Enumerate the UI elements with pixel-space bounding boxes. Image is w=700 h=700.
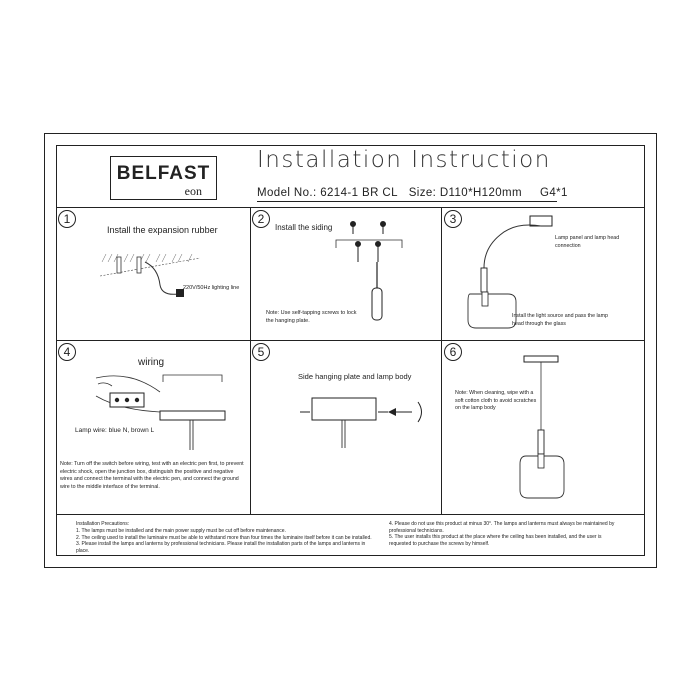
precautions-heading: Installation Precautions: (76, 521, 130, 527)
model-underline (257, 201, 557, 202)
page-title: Installation Instruction (257, 147, 551, 173)
model-number: Model No.: 6214-1 BR CL (257, 187, 398, 199)
step-4-caption: wiring (138, 357, 165, 368)
outer-frame (44, 133, 657, 568)
brand-logo: BELFAST eon (110, 156, 217, 200)
precaution-1: 1. The lamps must be installed and the m… (76, 528, 286, 534)
step-6-number: 6 (444, 343, 462, 361)
precaution-5: 5. The user installs this product at the… (389, 534, 602, 547)
model-line: Model No.: 6214-1 BR CL Size: D110*H120m… (257, 187, 568, 199)
step-2-number: 2 (252, 210, 270, 228)
step-1-number: 1 (58, 210, 76, 228)
step-3-note: Install the light source and pass the la… (512, 313, 608, 327)
step-2-caption: Install the siding (275, 223, 333, 232)
step-4-number: 4 (58, 343, 76, 361)
precautions-right: 4. Please do not use this product at min… (389, 521, 619, 547)
grid-bottom (56, 514, 645, 515)
grid-col1 (250, 207, 251, 514)
step-5-caption: Side hanging plate and lamp body (298, 372, 412, 381)
brand-name: BELFAST (116, 163, 211, 184)
precaution-4: 4. Please do not use this product at min… (389, 521, 615, 534)
step-1-caption: Install the expansion rubber (107, 225, 218, 235)
grid-col2 (441, 207, 442, 514)
model-size: Size: D110*H120mm (408, 187, 523, 199)
grid-mid (56, 340, 645, 341)
step-4-note: Lamp wire: blue N, brown L (75, 427, 155, 434)
step-1-note: 220V/50Hz lighting line (183, 285, 240, 291)
step-4-detail: Note: Turn off the switch before wiring,… (60, 461, 244, 490)
step-3-caption: Lamp panel and lamp head connection (555, 235, 620, 249)
precautions-left: 1. The lamps must be installed and the m… (76, 528, 376, 554)
inner-frame (56, 145, 645, 556)
step-3-number: 3 (444, 210, 462, 228)
brand-sub: eon (184, 184, 202, 198)
precaution-3: 3. Please install the lamps and lanterns… (76, 541, 366, 554)
step-6-note: Note: When cleaning, wipe with a soft co… (455, 390, 537, 411)
model-bulb: G4*1 (540, 187, 568, 199)
precaution-2: 2. The ceiling used to install the lumin… (76, 534, 372, 541)
step-2-note: Note: Use self-tapping screws to lock th… (266, 310, 357, 324)
step-5-number: 5 (252, 343, 270, 361)
grid-top (56, 207, 645, 208)
